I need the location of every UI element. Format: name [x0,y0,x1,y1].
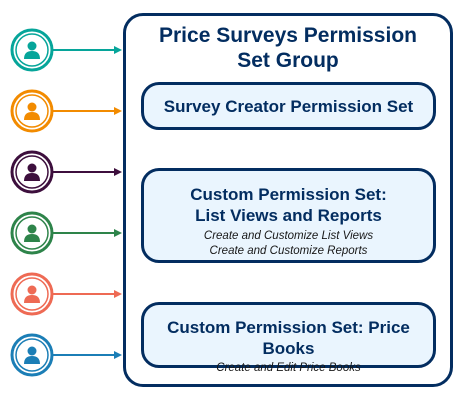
group-title-line-2: Set Group [237,49,339,72]
user-node [10,150,122,194]
user-icon [24,163,40,181]
permission-set-title: Survey Creator Permission Set [144,96,433,117]
user-node [10,89,122,133]
permission-set-survey-creator: Survey Creator Permission Set [141,82,436,130]
user-icon [24,102,40,120]
permission-set-title: Custom Permission Set: Price Books [144,317,433,359]
user-icon [24,41,40,59]
permission-set-price-books: Custom Permission Set: Price Books Creat… [141,302,436,374]
user-node [10,333,122,377]
user-node [10,272,122,316]
permission-item: Create and Edit Price Books [216,362,361,374]
user-icon [24,285,40,303]
permission-set-title-line: Custom Permission Set: [190,185,387,204]
user-icon [24,346,40,364]
user-icon [24,224,40,242]
permission-item: Create and Customize Reports [209,245,368,257]
permission-set-title-line: Survey Creator Permission Set [163,97,414,116]
permission-set-title: Custom Permission Set: List Views and Re… [144,184,433,226]
permission-set-list-views-reports: Custom Permission Set: List Views and Re… [141,168,436,263]
permission-item: Create and Customize List Views [203,230,374,242]
user-node [10,28,122,72]
permission-set-group-title: Price Surveys Permission Set Group [123,23,453,73]
permission-set-title-line: List Views and Reports [195,206,382,225]
group-title-line-1: Price Surveys Permission [159,24,417,47]
permission-set-title-line: Custom Permission Set: Price Books [167,318,410,358]
user-node [10,211,122,255]
